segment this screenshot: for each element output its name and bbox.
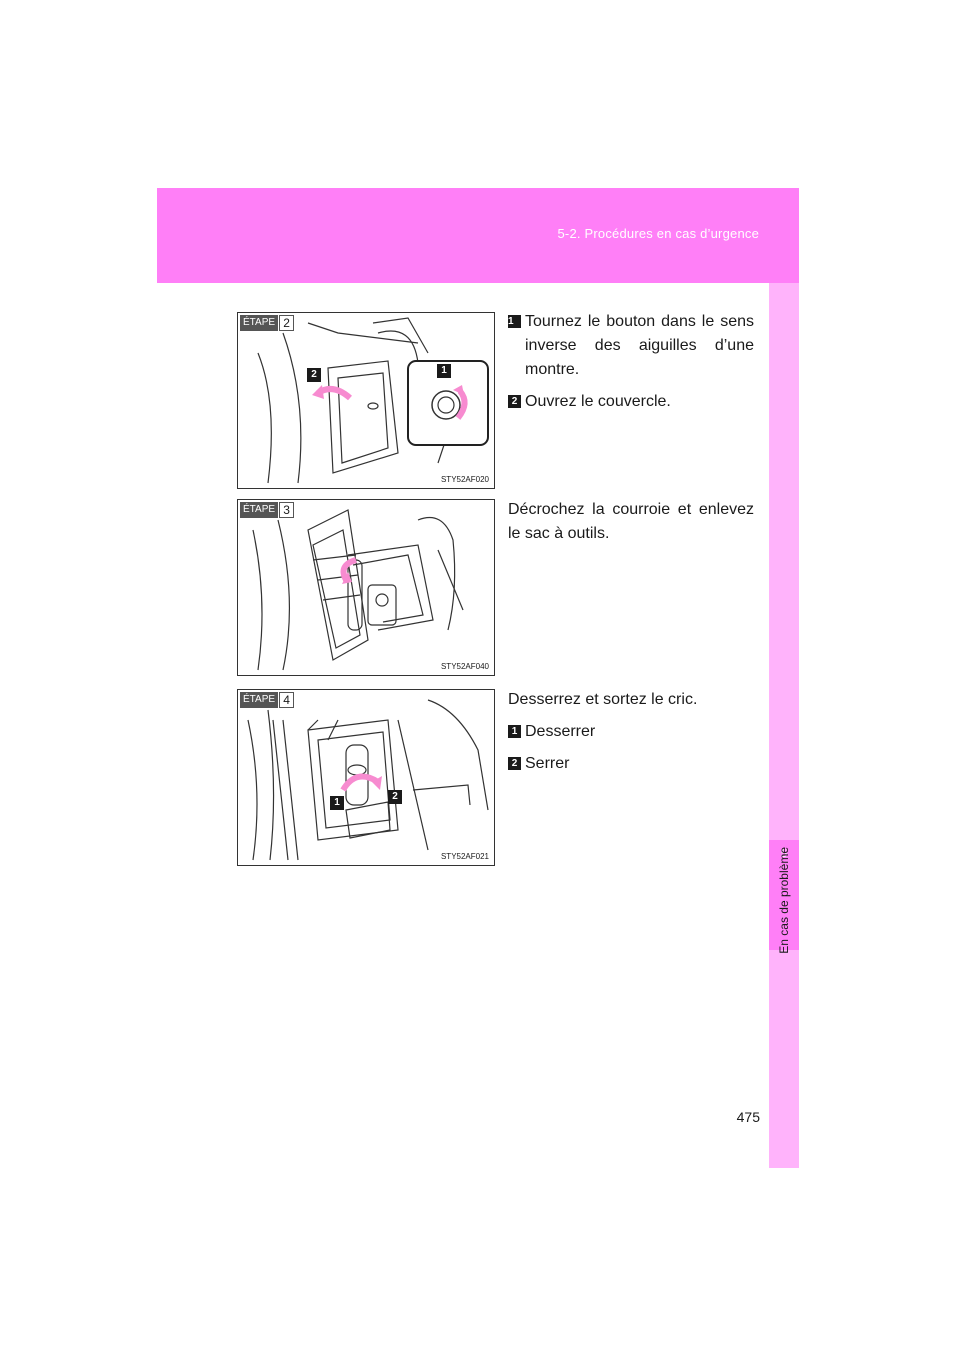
- step-3-instructions: Décrochez la courroie et enlevez le sac …: [508, 498, 754, 546]
- figure-code: STY52AF020: [440, 475, 489, 484]
- step-number: 4: [279, 692, 295, 708]
- step-label: ÉTAPE 2: [240, 315, 295, 331]
- callout-2: 2: [388, 790, 402, 804]
- chapter-title: En cas de problème: [777, 846, 791, 954]
- list-item: 2 Serrer: [508, 752, 754, 776]
- section-title: 5-2. Procédures en cas d’urgence: [557, 226, 759, 241]
- callout-1: 1: [437, 364, 451, 378]
- figure-step-4: 1 2 ÉTAPE 4 STY52AF021: [237, 689, 495, 866]
- list-item: 2 Ouvrez le couvercle.: [508, 390, 754, 414]
- item-text: Tournez le bouton dans le sens inverse d…: [525, 313, 754, 378]
- chapter-tab[interactable]: 5: [769, 840, 799, 950]
- illustration-open-cover: [257, 317, 489, 484]
- item-text: Ouvrez le couvercle.: [525, 393, 671, 410]
- step-word: ÉTAPE: [240, 502, 279, 518]
- list-item: 1 Tournez le bouton dans le sens inverse…: [508, 310, 754, 382]
- step-2-instructions: 1 Tournez le bouton dans le sens inverse…: [508, 310, 754, 422]
- step-number: 3: [279, 502, 295, 518]
- marker-badge: 1: [508, 725, 521, 738]
- marker-badge: 2: [508, 757, 521, 770]
- illustration-tool-bag: [252, 509, 464, 671]
- callout-1: 1: [330, 796, 344, 810]
- chapter-title-wrap: En cas de problème: [769, 847, 799, 954]
- marker-badge: 1: [508, 315, 521, 328]
- figure-step-2: 1 2 ÉTAPE 2 STY52AF020: [237, 312, 495, 489]
- step-word: ÉTAPE: [240, 692, 279, 708]
- step-text: Décrochez la courroie et enlevez le sac …: [508, 501, 754, 542]
- item-text: Desserrer: [525, 723, 596, 740]
- step-label: ÉTAPE 4: [240, 692, 295, 708]
- figure-step-3: ÉTAPE 3 STY52AF040: [237, 499, 495, 676]
- step-number: 2: [279, 315, 295, 331]
- page-number: 475: [736, 1109, 760, 1125]
- chapter-number: 5: [780, 848, 788, 860]
- side-tab: [769, 283, 799, 1168]
- step-word: ÉTAPE: [240, 315, 279, 331]
- step-label: ÉTAPE 3: [240, 502, 295, 518]
- header-band: 5-2. Procédures en cas d’urgence: [157, 188, 799, 283]
- figure-code: STY52AF040: [440, 662, 489, 671]
- callout-2: 2: [307, 368, 321, 382]
- step-4-instructions: Desserrez et sortez le cric. 1 Desserrer…: [508, 688, 754, 784]
- illustration-jack: [247, 699, 489, 861]
- figure-code: STY52AF021: [440, 852, 489, 861]
- item-text: Serrer: [525, 755, 570, 772]
- list-item: 1 Desserrer: [508, 720, 754, 744]
- step-text: Desserrez et sortez le cric.: [508, 691, 698, 708]
- marker-badge: 2: [508, 395, 521, 408]
